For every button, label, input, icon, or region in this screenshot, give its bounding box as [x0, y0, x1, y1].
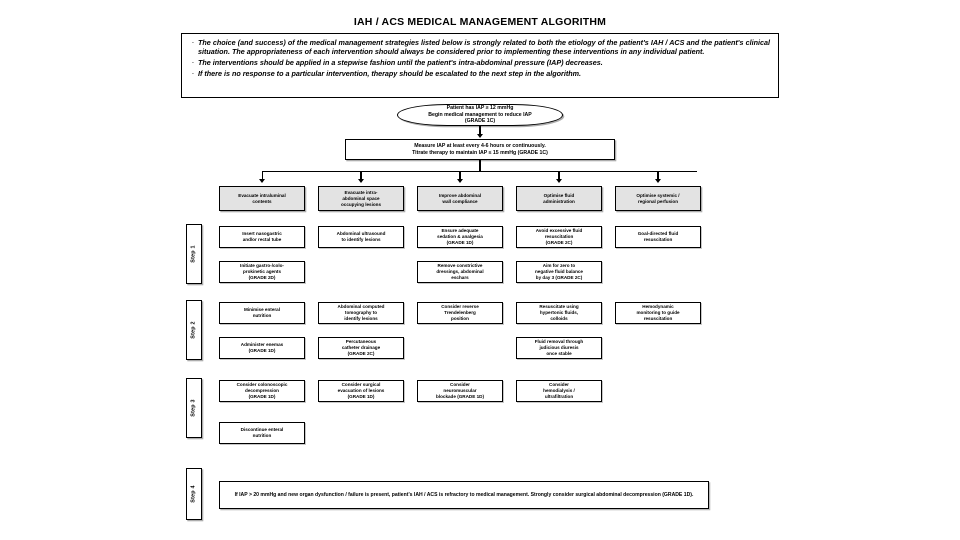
step2-col3-row1: Consider reverse Trendelenberg position	[417, 302, 503, 324]
step2-col4-row1: Resuscitate using hypertonic fluids, col…	[516, 302, 602, 324]
note-item: · If there is no response to a particula…	[188, 69, 770, 79]
bullet-icon: ·	[191, 38, 195, 47]
note-item: · The choice (and success) of the medica…	[188, 38, 770, 57]
connector-branch-4	[558, 171, 560, 180]
column-header-3: Improve abdominal wall compliance	[417, 186, 503, 211]
bullet-icon: ·	[191, 57, 195, 67]
step2-col2-row2: Percutaneous catheter drainage (GRADE 2C…	[318, 337, 404, 359]
column-header-5: Optimise systemic / regional perfusion	[615, 186, 701, 211]
connector-start-to-measure	[479, 126, 481, 136]
note-text: If there is no response to a particular …	[198, 68, 582, 78]
step-label-1: Step 1	[186, 224, 202, 284]
arrow-down-icon	[555, 179, 562, 183]
column-header-1: Evacuate intraluminal contents	[219, 186, 305, 211]
connector-branch-5	[657, 171, 659, 180]
connector-branch-bus	[262, 171, 697, 173]
connector-measure-down	[479, 160, 481, 172]
note-text: The choice (and success) of the medical …	[198, 38, 770, 57]
step3-col4-row1: Consider hemodialysis / ultrafiltration	[516, 380, 602, 402]
step-label-4: Step 4	[186, 468, 202, 520]
step2-col5-row1: Hemodynamic monitoring to guide resuscit…	[615, 302, 701, 324]
connector-branch-2	[360, 171, 362, 180]
connector-branch-1	[261, 171, 263, 180]
step1-col5-row1: Goal-directed fluid resuscitation	[615, 226, 701, 248]
step1-col2-row1: Abdominal ultrasound to identify lesions	[318, 226, 404, 248]
arrow-down-icon	[654, 179, 661, 183]
step1-col4-row1: Avoid excessive fluid resuscitation (GRA…	[516, 226, 602, 248]
note-text: The interventions should be applied in a…	[198, 57, 603, 67]
step1-col1-row2: Initiate gastro-/colo- prokinetic agents…	[219, 261, 305, 283]
measure-box: Measure IAP at least every 4-6 hours or …	[345, 139, 615, 160]
step2-col1-row1: Minimise enteral nutrition	[219, 302, 305, 324]
bullet-icon: ·	[191, 68, 195, 78]
note-item: · The interventions should be applied in…	[188, 58, 770, 68]
arrow-down-icon	[456, 179, 463, 183]
step2-col4-row2: Fluid removal through judicious diuresis…	[516, 337, 602, 359]
step1-col3-row1: Ensure adequate sedation & analgesia (GR…	[417, 226, 503, 248]
step3-col3-row1: Consider neuromuscular blockade (GRADE 1…	[417, 380, 503, 402]
column-header-2: Evacuate intra- abdominal space occupyin…	[318, 186, 404, 211]
step-label-3: Step 3	[186, 378, 202, 438]
step4-note-box: If IAP > 20 mmHg and new organ dysfuncti…	[219, 481, 709, 509]
arrow-down-icon	[476, 134, 483, 138]
step1-col3-row2: Remove constrictive dressings, abdominal…	[417, 261, 503, 283]
step3-col1-row2: Discontinue enteral nutrition	[219, 422, 305, 444]
step3-col2-row1: Consider surgical evacuation of lesions …	[318, 380, 404, 402]
column-header-4: Optimise fluid administration	[516, 186, 602, 211]
notes-panel: · The choice (and success) of the medica…	[181, 33, 779, 98]
step2-col1-row2: Administer enemas (GRADE 1D)	[219, 337, 305, 359]
step2-col2-row1: Abdominal computed tomography to identif…	[318, 302, 404, 324]
arrow-down-icon	[357, 179, 364, 183]
start-box: Patient has IAP ≥ 12 mmHg Begin medical …	[397, 104, 563, 126]
step-label-2: Step 2	[186, 300, 202, 360]
step1-col4-row2: Aim for zero to negative fluid balance b…	[516, 261, 602, 283]
step3-col1-row1: Consider colonoscopic decompression (GRA…	[219, 380, 305, 402]
arrow-down-icon	[259, 179, 266, 183]
connector-branch-3	[459, 171, 461, 180]
page-title: IAH / ACS MEDICAL MANAGEMENT ALGORITHM	[353, 16, 607, 28]
step1-col1-row1: Insert nasogastric and/or rectal tube	[219, 226, 305, 248]
